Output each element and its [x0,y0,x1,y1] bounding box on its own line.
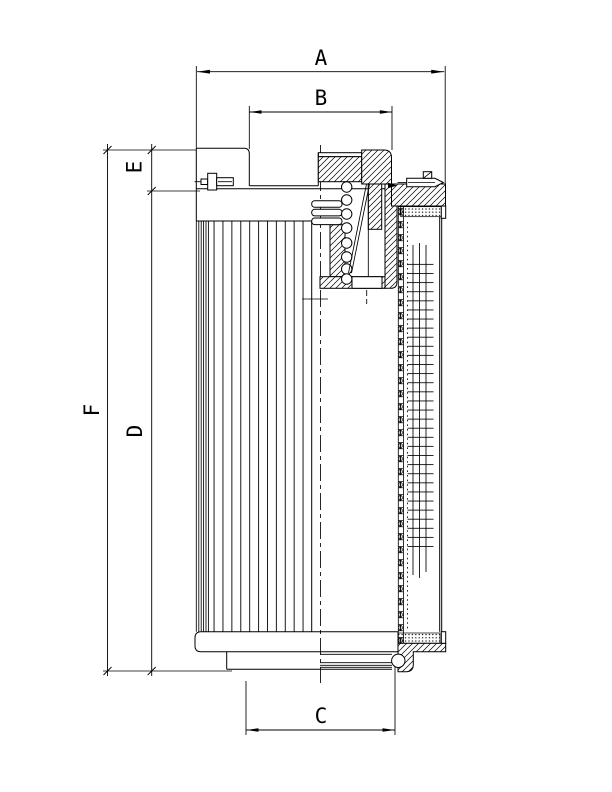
o-ring [391,653,406,668]
bracket-hatch [398,643,446,672]
dim-c-arrow-right [382,728,395,732]
valve-outer-wall-hatch [385,184,397,289]
dim-label-b: B [315,86,328,110]
spring-coil [341,208,353,220]
flange-step-lip [440,205,447,219]
bypass-valve [302,149,398,304]
dim-label-c: C [315,704,328,728]
adhesive-band-top [400,206,442,218]
dimension-e-d-f [103,144,232,676]
retainer-finger [311,217,343,226]
spigot-outline [226,651,392,670]
top-end-cap [194,147,385,222]
spigot-detail-lines [320,653,392,668]
dimension-c [245,657,396,735]
mesh-column-lines [412,243,427,578]
bottom-end-cap [194,631,399,653]
dim-label-d: D [123,425,147,438]
dimension-labels: A B C E D F [80,46,328,728]
spring-coil [341,222,353,234]
dim-c-arrow-left [246,728,259,732]
dim-b-arrow-right [379,110,392,114]
adhesive-band-bottom [397,632,441,644]
left-pin-stub [200,178,209,185]
dim-a-arrow-right [431,69,444,74]
valve-guide-column-hatch [330,224,345,277]
left-pin-post [207,172,218,191]
spring-coil [341,273,353,285]
bypass-spring [341,181,353,285]
cap-rim-outline [196,147,250,186]
dim-label-a: A [315,46,328,70]
poppet-cone-lines [348,183,370,274]
spring-coil [341,237,353,249]
spring-coil [341,181,353,193]
seam-strip [397,206,404,644]
right-pin [397,171,445,188]
mounting-flange [388,171,447,219]
bracket-lip [440,631,447,644]
left-pin [194,172,234,191]
dim-label-e: E [123,161,147,174]
valve-sleeve-hatch [368,184,382,230]
right-pin-head-diagonal [423,171,432,179]
bottom-bracket [397,631,447,673]
flow-direction-arrow [388,182,398,189]
retainer-finger [311,208,343,217]
pleat-lines [209,221,312,632]
spring-coil [341,251,353,263]
spring-coil [341,194,353,206]
bottom-cap-outline [194,631,399,653]
dim-b-arrow-left [249,110,262,114]
dim-label-f: F [80,404,104,417]
dimension-b [248,106,393,150]
bottom-spigot [226,651,406,670]
valve-dome-hatch [361,150,392,184]
valve-bottom-window [351,276,383,289]
pleat-left-cluster [195,221,209,632]
valve-seat-hatch [318,156,362,182]
retainer-finger [311,200,343,208]
spring-retainer-fingers [311,200,343,226]
support-mesh [397,206,443,644]
flange-hatch [391,184,446,206]
dim-a-arrow-left [197,69,210,74]
valve-top-plate [317,152,363,158]
mesh-row-lines [407,261,434,554]
pleated-media [195,221,313,632]
